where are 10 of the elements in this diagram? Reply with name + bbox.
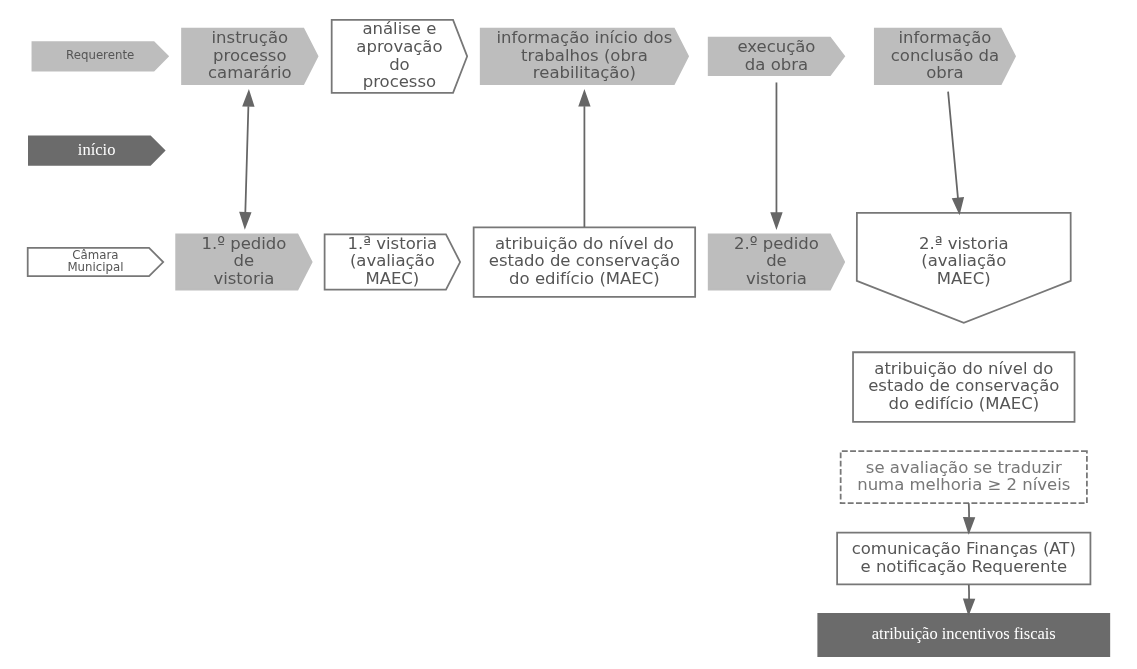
node-box: atribuição incentivos fiscais — [817, 612, 1111, 658]
arrow — [947, 90, 965, 216]
arrow — [239, 88, 255, 230]
node-box: atribuição do nível do estado de conservação do edifício (MAEC) — [472, 226, 697, 298]
node-box: comunicação Finanças (AT) e notificação Requerente — [836, 531, 1092, 586]
node-box: atribuição do nível do estado de conservação do edifício (MAEC) — [852, 351, 1076, 423]
arrow — [770, 81, 783, 230]
node-box: se avaliação se traduzir numa melhoria ≥ 2 níveis — [839, 450, 1088, 504]
arrow — [962, 502, 976, 535]
arrow — [578, 88, 591, 228]
